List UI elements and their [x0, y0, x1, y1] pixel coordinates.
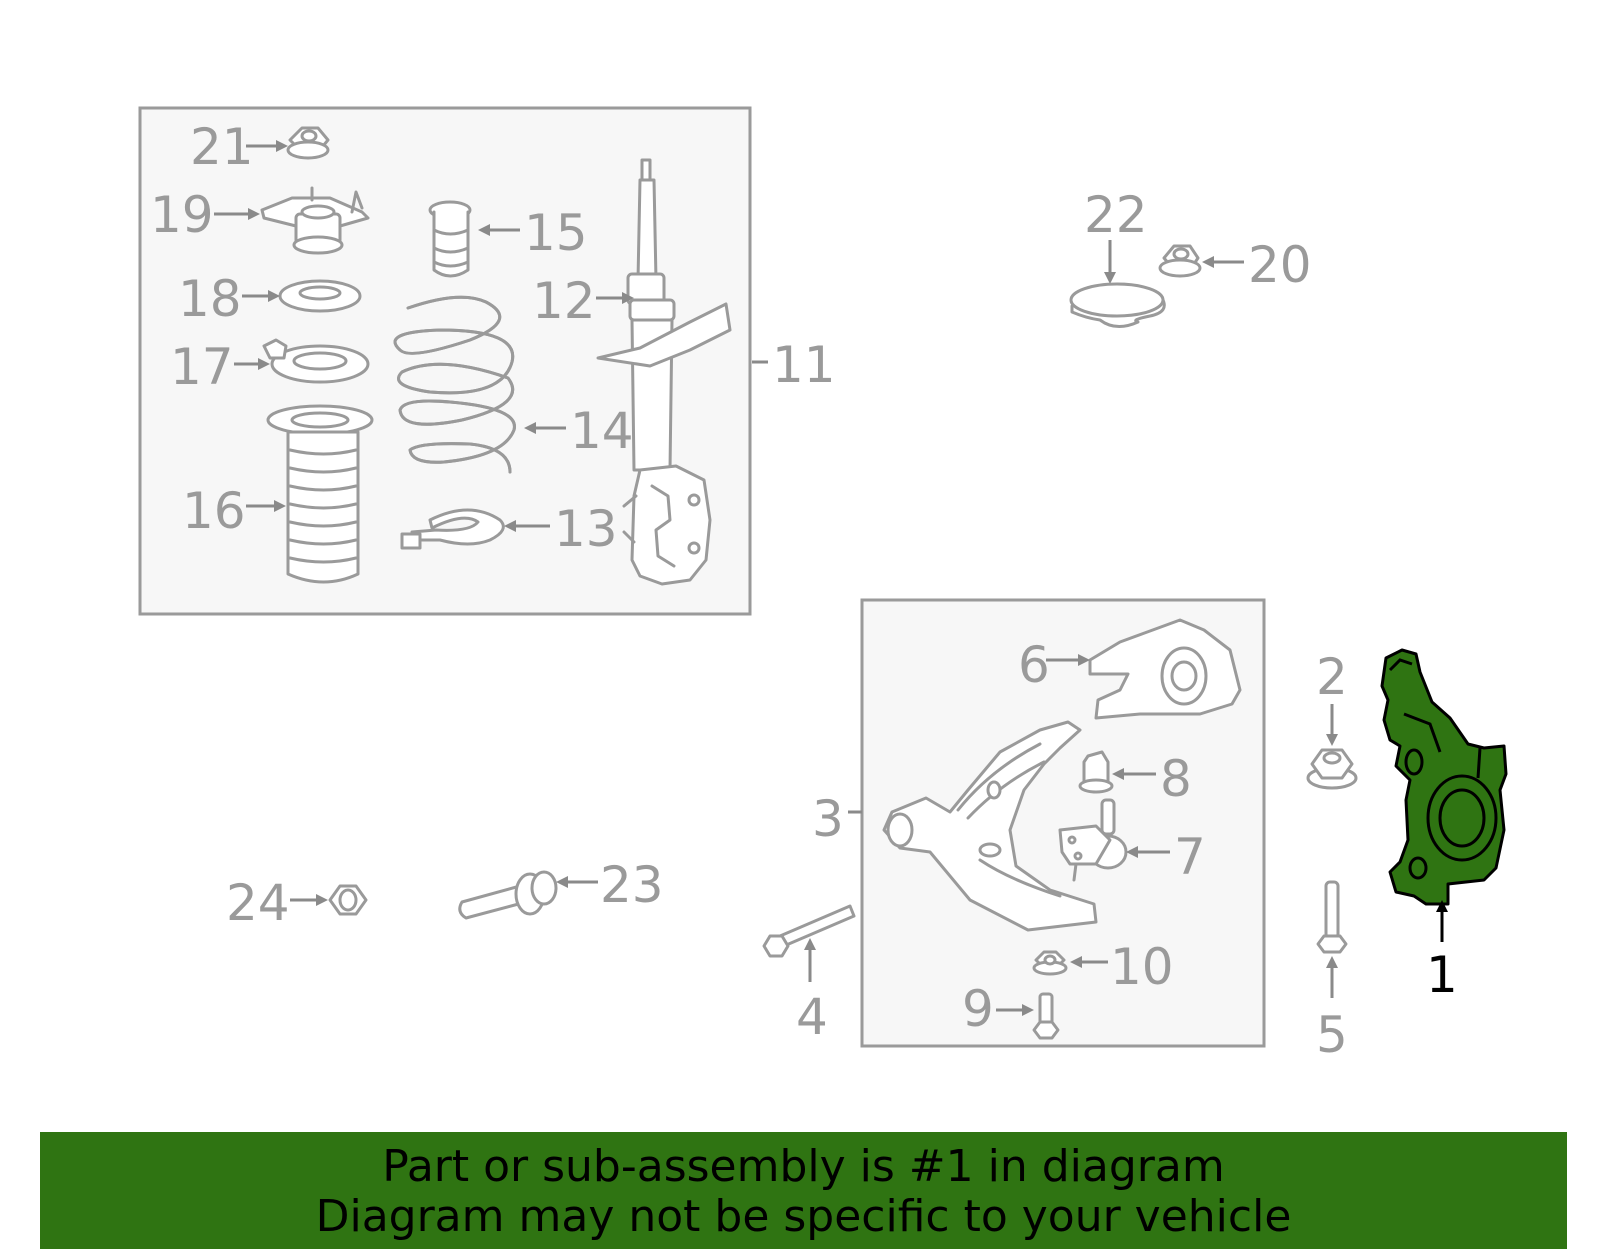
- label-1: 1: [1426, 946, 1458, 1004]
- label-19: 19: [150, 186, 214, 244]
- part-22-strut-mount-cover[interactable]: [1069, 282, 1166, 328]
- label-23: 23: [600, 856, 664, 914]
- label-18: 18: [178, 270, 242, 328]
- part-17-spring-seat[interactable]: [262, 338, 370, 384]
- label-15: 15: [524, 204, 588, 262]
- part-16-dust-boot[interactable]: [266, 404, 374, 584]
- label-14: 14: [570, 402, 634, 460]
- label-24: 24: [226, 874, 290, 932]
- part-10-nut[interactable]: [1032, 950, 1068, 976]
- part-14-coil-spring[interactable]: [393, 295, 516, 474]
- part-1-steering-knuckle[interactable]: [1380, 648, 1508, 906]
- part-9-bolt[interactable]: [1032, 992, 1060, 1040]
- label-22: 22: [1084, 186, 1148, 244]
- part-12-strut[interactable]: [596, 158, 732, 586]
- part-5-bolt[interactable]: [1316, 880, 1348, 954]
- part-13-lower-seat[interactable]: [400, 508, 505, 550]
- part-18-bearing[interactable]: [278, 279, 362, 313]
- label-17: 17: [170, 338, 234, 396]
- part-8-ball-joint-boot[interactable]: [1078, 750, 1114, 794]
- part-3-lower-control-arm[interactable]: [882, 720, 1098, 932]
- label-6: 6: [1018, 636, 1050, 694]
- label-3: 3: [812, 790, 844, 848]
- part-7-ball-joint[interactable]: [1058, 798, 1128, 882]
- part-6-bushing[interactable]: [1088, 618, 1242, 720]
- label-20: 20: [1248, 236, 1312, 294]
- label-10: 10: [1110, 938, 1174, 996]
- label-11: 11: [772, 336, 836, 394]
- label-12: 12: [532, 272, 596, 330]
- banner-line-2: Diagram may not be specific to your vehi…: [315, 1191, 1292, 1242]
- label-2: 2: [1316, 648, 1348, 706]
- info-banner: Part or sub-assembly is #1 in diagram Di…: [40, 1132, 1567, 1249]
- label-21: 21: [190, 118, 254, 176]
- label-13: 13: [554, 500, 618, 558]
- label-9: 9: [962, 980, 994, 1038]
- label-8: 8: [1160, 750, 1192, 808]
- banner-line-1: Part or sub-assembly is #1 in diagram: [382, 1141, 1225, 1192]
- part-23-bolt[interactable]: [458, 870, 558, 920]
- label-7: 7: [1174, 828, 1206, 886]
- part-15-bump-stop[interactable]: [428, 200, 472, 278]
- label-16: 16: [182, 482, 246, 540]
- part-24-nut[interactable]: [328, 884, 368, 916]
- part-21-nut[interactable]: [286, 126, 330, 160]
- part-19-upper-mount[interactable]: [260, 186, 370, 255]
- part-2-nut[interactable]: [1306, 748, 1358, 790]
- part-4-bolt[interactable]: [762, 904, 856, 958]
- label-5: 5: [1316, 1006, 1348, 1064]
- part-20-nut[interactable]: [1158, 244, 1202, 278]
- label-4: 4: [796, 988, 828, 1046]
